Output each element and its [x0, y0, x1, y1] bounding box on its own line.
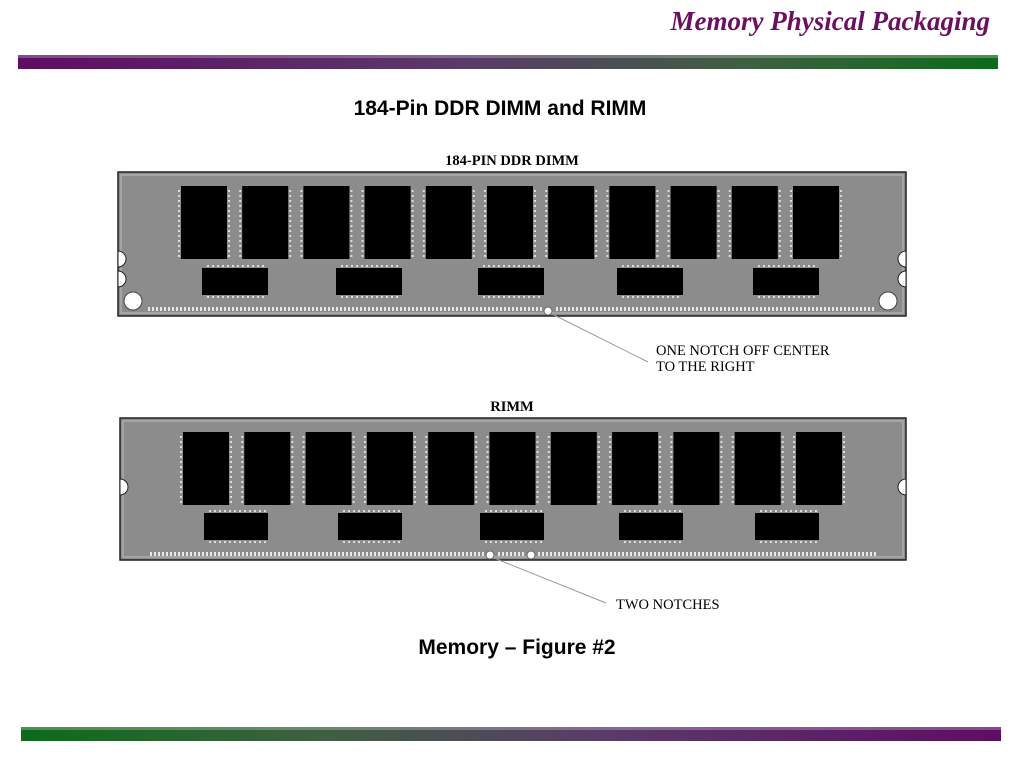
rimm-buffer-chips	[204, 510, 819, 543]
dimm-memory-chips	[178, 186, 842, 259]
dimm-memory-chip	[793, 186, 839, 259]
dimm-side-notch-right-2	[897, 270, 907, 288]
dimm-memory-chip	[487, 186, 533, 259]
dimm-memory-chip	[548, 186, 595, 259]
rimm-buffer-chip	[338, 513, 402, 540]
figure-heading: 184-Pin DDR DIMM and RIMM	[353, 97, 647, 120]
dimm-memory-chip	[731, 186, 778, 259]
rimm-side-notch-left	[119, 478, 129, 496]
dimm-callout-line-2: TO THE RIGHT	[656, 359, 755, 375]
dimm-label: 184-PIN DDR DIMM	[445, 153, 579, 169]
dimm-edge-pins	[148, 307, 874, 311]
rimm-memory-chips	[180, 432, 845, 505]
dimm-memory-chip	[181, 186, 227, 259]
rimm-memory-chip	[489, 432, 536, 505]
dimm-memory-chip	[609, 186, 656, 259]
dimm-buffer-chip	[202, 268, 268, 295]
dimm-side-notch-left	[117, 250, 127, 268]
dimm-memory-chip	[670, 186, 717, 259]
rimm-key-notch-1	[485, 550, 495, 560]
rimm-memory-chip	[244, 432, 291, 505]
dimm-callout-line	[551, 313, 649, 363]
rimm-memory-chip	[366, 432, 413, 505]
dimm-buffer-chip	[336, 268, 402, 295]
rimm-key-notch-2	[526, 550, 536, 560]
rimm-callout-line-1: TWO NOTCHES	[616, 597, 720, 613]
rimm-memory-chip	[183, 432, 229, 505]
rimm-buffer-chip	[755, 513, 819, 540]
dimm-key-notch	[543, 306, 553, 316]
rimm-module: RIMM TWO NOTCHES	[119, 399, 907, 613]
dimm-callout-line-1: ONE NOTCH OFF CENTER	[656, 343, 830, 359]
rimm-edge-pins	[150, 552, 876, 556]
dimm-buffer-chip	[478, 268, 544, 295]
dimm-memory-chip	[364, 186, 411, 259]
dimm-module: 184-PIN DDR DIMM ONE NOTCH OFF CENTER TO…	[117, 153, 907, 375]
dimm-buffer-chip	[753, 268, 819, 295]
dimm-memory-chip	[303, 186, 350, 259]
dimm-memory-chip	[425, 186, 472, 259]
bottom-gradient-bar	[21, 727, 1001, 741]
rimm-memory-chip	[796, 432, 842, 505]
rimm-side-notch-right	[897, 478, 907, 496]
dimm-buffer-chips	[202, 265, 819, 298]
rimm-memory-chip	[550, 432, 597, 505]
dimm-buffer-chip	[617, 268, 683, 295]
rimm-buffer-chip	[480, 513, 544, 540]
rimm-memory-chip	[673, 432, 720, 505]
rimm-memory-chip	[428, 432, 475, 505]
figure-caption: Memory – Figure #2	[418, 636, 616, 659]
slide-title: Memory Physical Packaging	[670, 6, 990, 36]
top-gradient-bar	[18, 55, 998, 69]
rimm-memory-chip	[305, 432, 352, 505]
rimm-buffer-chip	[204, 513, 268, 540]
dimm-memory-chip	[242, 186, 289, 259]
dimm-mount-hole-right	[878, 291, 898, 311]
rimm-callout-line	[493, 557, 607, 604]
rimm-buffer-chip	[619, 513, 683, 540]
dimm-mount-hole-left	[123, 291, 143, 311]
rimm-memory-chip	[612, 432, 659, 505]
rimm-label: RIMM	[490, 399, 534, 415]
dimm-side-notch-left-2	[117, 270, 127, 288]
dimm-side-notch-right	[897, 250, 907, 268]
rimm-memory-chip	[734, 432, 781, 505]
